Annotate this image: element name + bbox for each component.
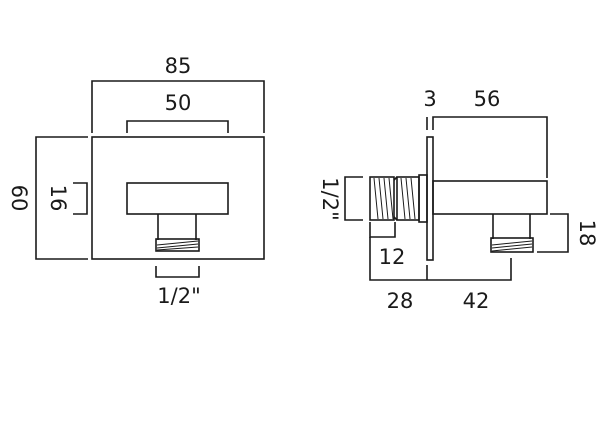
dimension-85-line — [91, 80, 265, 133]
outlet-thread — [155, 238, 200, 252]
dimension-60-line — [35, 136, 88, 260]
wall-plate — [91, 136, 265, 260]
dimension-18-line — [537, 213, 569, 253]
dimension-overall-width: 85 — [165, 54, 192, 78]
dimension-outlet-height: 18 — [575, 220, 599, 247]
front-view: 85 50 60 16 1/2" — [7, 54, 265, 308]
dimension-overall-height: 60 — [7, 185, 31, 212]
dimension-inlet-thread: 1/2" — [318, 177, 342, 220]
dimension-outlet-thread: 1/2" — [157, 284, 200, 308]
dimension-3-56-line — [426, 116, 548, 178]
arm-side — [432, 180, 548, 215]
dimension-16-line — [73, 182, 88, 215]
dimension-arm-height: 16 — [46, 185, 70, 212]
wall-plate-side — [426, 136, 434, 261]
dimension-12-line — [369, 222, 396, 238]
dimension-thread-length: 12 — [379, 245, 406, 269]
side-view: 3 56 1/2" 12 28 42 18 — [318, 87, 599, 313]
outlet-stem — [157, 214, 197, 240]
dimension-28-42-line — [369, 237, 512, 281]
dimension-plate-thickness: 3 — [423, 87, 436, 111]
dimension-arm-width: 50 — [165, 91, 192, 115]
dimension-outlet-line — [155, 266, 200, 278]
outlet-thread-side — [490, 237, 534, 253]
arm-body — [126, 182, 229, 215]
dimension-inlet-length: 28 — [387, 289, 414, 313]
dimension-inlet-line — [344, 176, 363, 221]
outlet-stem-side — [492, 214, 531, 239]
dimension-50-line — [126, 120, 229, 133]
dimension-arm-projection: 56 — [474, 87, 501, 111]
dimension-outlet-offset: 42 — [463, 289, 490, 313]
inlet-thread-side — [369, 174, 428, 223]
